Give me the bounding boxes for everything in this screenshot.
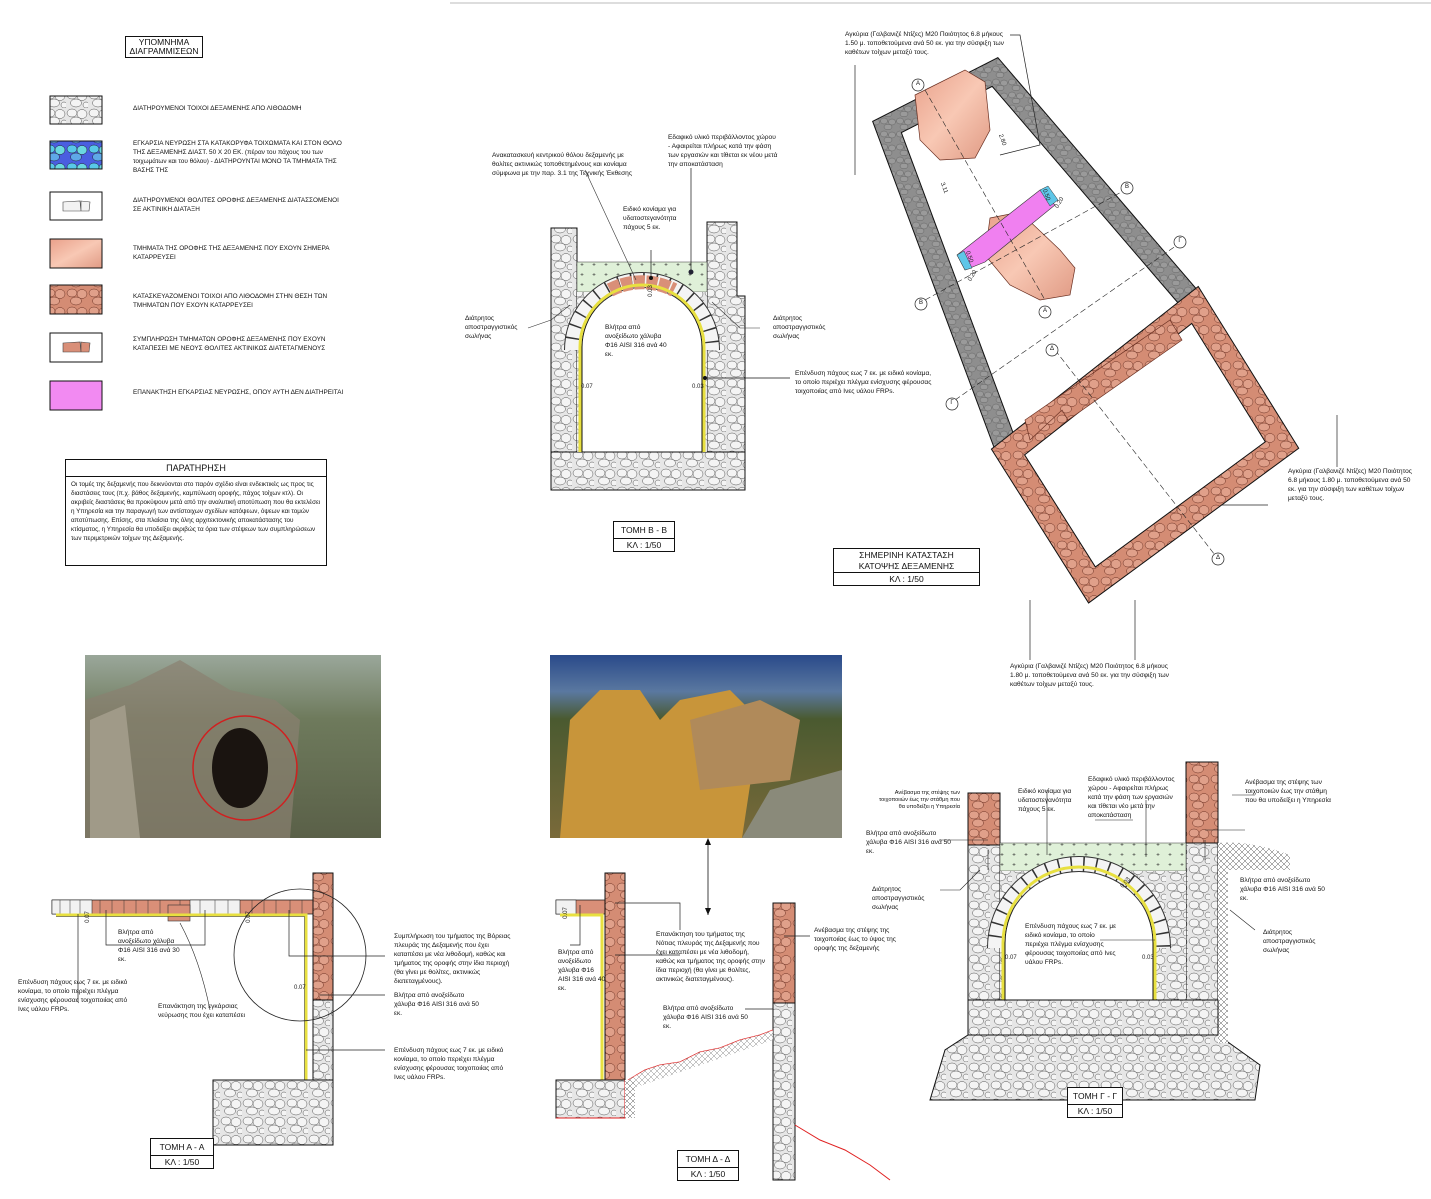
aa-label-rib: Επανάκτηση της εγκάρσιας νεύρωσης που έχ… bbox=[158, 1003, 245, 1019]
dd-label-dowels-40: Βλήτρα από ανοξείδωτο χάλυβα Φ16 AISI 31… bbox=[558, 949, 606, 992]
gg-label-dowels-left: Βλήτρα από ανοξείδωτο χάλυβα Φ16 AISI 31… bbox=[866, 830, 951, 855]
gg-label-mortar: Ειδικό κονίαμα για υδατοστεγανότητα πάχο… bbox=[1018, 788, 1072, 813]
swatch-blue-stone bbox=[49, 140, 103, 170]
aa-dim: 0.07 bbox=[245, 911, 252, 923]
gg-label-soil: Εδαφικό υλικό περιβάλλοντος χώρου - Αφαι… bbox=[1088, 776, 1175, 819]
plan-section-mark-a: Α bbox=[1042, 308, 1047, 314]
legend-item-text: ΔΙΑΤΗΡΟΥΜΕΝΟΙ ΘΟΛΙΤΕΣ ΟΡΟΦΗΣ ΔΕΞΑΜΕΝΗΣ Δ… bbox=[133, 197, 339, 213]
swatch-magenta-fill bbox=[49, 380, 103, 411]
aa-scale: ΚΛ : 1/50 bbox=[151, 1155, 213, 1168]
section-bb-drawing bbox=[527, 168, 790, 491]
dd-title-block: ΤΟΜΗ Δ - Δ ΚΛ : 1/50 bbox=[677, 1150, 739, 1181]
swatch-brick-voussoirs bbox=[49, 332, 103, 363]
note-box: ΠΑΡΑΤΗΡΗΣΗ Οι τομές της δεξαμενής που δε… bbox=[65, 459, 327, 566]
plan-anchor-right: Αγκύρια (Γαλβανιζέ Ντίζες) Μ20 Ποιότητος… bbox=[1288, 468, 1412, 502]
gg-label-drain-left: Διάτρητος αποστραγγιστικός σωλήνας bbox=[872, 886, 925, 911]
plan-scale: ΚΛ : 1/50 bbox=[834, 572, 979, 585]
site-photos bbox=[85, 655, 842, 838]
note-body: Οι τομές της δεξαμενής που δεικνύονται σ… bbox=[71, 481, 321, 542]
gg-scale: ΚΛ : 1/50 bbox=[1068, 1104, 1122, 1117]
section-aa-drawing bbox=[51, 872, 385, 1146]
swatch-pink-fill bbox=[49, 238, 103, 269]
plan-section-mark-g: Γ bbox=[950, 400, 954, 406]
bb-title-block: ΤΟΜΗ Β - Β ΚΛ : 1/50 bbox=[613, 521, 675, 552]
gg-dim-right: 0.03 bbox=[1142, 955, 1154, 961]
gg-label-lining: Επένδυση πάχους εως 7 εκ. με ειδικό κονί… bbox=[1025, 923, 1117, 966]
legend-item-text: ΕΠΑΝΑΚΤΗΣΗ ΕΓΚΑΡΣΙΑΣ ΝΕΥΡΩΣΗΣ, ΟΠΟΥ ΑΥΤΗ… bbox=[133, 389, 344, 396]
swatch-brick-stone bbox=[49, 284, 103, 315]
bb-label-mortar: Ειδικό κονίαμα για υδατοστεγανότητα πάχο… bbox=[623, 206, 677, 231]
bb-label-soil: Εδαφικό υλικό περιβάλλοντος χώρου - Αφαι… bbox=[668, 134, 778, 168]
dd-title: ΤΟΜΗ Δ - Δ bbox=[685, 1154, 731, 1164]
bb-dim-left: 0.07 bbox=[581, 384, 593, 390]
plan-section-mark-b: Β bbox=[918, 300, 923, 306]
plan-anchor-top: Αγκύρια (Γαλβανιζέ Ντίζες) Μ20 Ποιότητος… bbox=[845, 31, 1004, 56]
dd-label-south: Επανάκτηση του τμήματος της Νότιας πλευρ… bbox=[656, 931, 766, 983]
gg-title: ΤΟΜΗ Γ - Γ bbox=[1072, 1091, 1118, 1101]
gg-label-dowels-right: Βλήτρα από ανοξείδωτο χάλυβα Φ16 AISI 31… bbox=[1240, 877, 1325, 902]
legend-item-text: ΚΑΤΑΣΚΕΥΑΖΟΜΕΝΟΙ ΤΟΙΧΟΙ ΑΠΟ ΛΙΘΟΔΟΜΗ ΣΤΗ… bbox=[133, 293, 328, 309]
aa-label-dowels-50: Βλήτρα από ανοξείδωτο χάλυβα Φ16 AISI 31… bbox=[394, 992, 479, 1017]
legend-item-text: ΕΓΚΑΡΣΙΑ ΝΕΥΡΩΣΗ ΣΤΑ ΚΑΤΑΚΟΡΥΦΑ ΤΟΙΧΩΜΑΤ… bbox=[133, 140, 342, 174]
legend-item-text: ΔΙΑΤΗΡΟΥΜΕΝΟΙ ΤΟΙΧΟΙ ΔΕΞΑΜΕΝΗΣ ΑΠΟ ΛΙΘΟΔ… bbox=[133, 105, 302, 112]
gg-label-raise-right: Ανέβασμα της στέψης των τοιχοποιιών έως … bbox=[1245, 779, 1331, 804]
bb-scale: ΚΛ : 1/50 bbox=[614, 538, 674, 551]
legend-title-line1: ΥΠΟΜΝΗΜΑ bbox=[138, 37, 190, 47]
dd-dim: 0.07 bbox=[562, 907, 569, 919]
legend-swatches bbox=[49, 95, 103, 411]
plan-drawing bbox=[854, 34, 1338, 660]
dd-label-dowels-50: Βλήτρα από ανοξείδωτο χάλυβα Φ16 AISI 31… bbox=[663, 1005, 748, 1030]
aa-title-block: ΤΟΜΗ Α - Α ΚΛ : 1/50 bbox=[150, 1138, 214, 1169]
aa-label-dowels-30: Βλήτρα από ανοξείδωτο χάλυβα Φ16 AISI 31… bbox=[118, 929, 180, 963]
plan-anchor-bottom: Αγκύρια (Γαλβανιζέ Ντίζες) Μ20 Ποιότητος… bbox=[1010, 663, 1169, 688]
dd-label-raise: Ανέβασμα της στέψης της τοιχοποιίας έως … bbox=[814, 927, 896, 952]
bb-label-lining: Επένδυση πάχους εως 7 εκ. με ειδικό κονί… bbox=[795, 370, 932, 395]
bb-label-reconstruction: Ανακατασκευή κεντρικού θόλου δεξαμενής μ… bbox=[492, 152, 633, 177]
legend-title: ΥΠΟΜΝΗΜΑ ΔΙΑΓΡΑΜΜΙΣΕΩΝ bbox=[125, 36, 203, 58]
bb-label-dowels: Βλήτρα από ανοξείδωτο χάλυβα Φ16 AISI 31… bbox=[605, 324, 667, 358]
gg-label-raise-left: Ανέβασμα της στέψης των τοιχοποιιών έως … bbox=[879, 790, 960, 810]
plan-section-mark-d: Δ bbox=[1215, 555, 1220, 561]
gg-dim-left: 0.07 bbox=[1005, 955, 1017, 961]
plan-title-line2: ΚΑΤΟΨΗΣ ΔΕΞΑΜΕΝΗΣ bbox=[858, 561, 955, 571]
bb-dim-right: 0.03 bbox=[692, 384, 704, 390]
plan-title-block: ΣΗΜΕΡΙΝΗ ΚΑΤΑΣΤΑΣΗ ΚΑΤΟΨΗΣ ΔΕΞΑΜΕΝΗΣ ΚΛ … bbox=[833, 548, 980, 586]
aa-dim: 0.07 bbox=[84, 911, 91, 923]
aa-label-lining-2: Επένδυση πάχους εως 7 εκ. με ειδικό κονί… bbox=[394, 1047, 504, 1081]
plan-section-mark-g: Γ bbox=[1178, 238, 1182, 244]
legend-title-line2: ΔΙΑΓΡΑΜΜΙΣΕΩΝ bbox=[129, 46, 199, 56]
bb-title: ΤΟΜΗ Β - Β bbox=[620, 525, 668, 535]
plan-section-mark-d: Δ bbox=[1049, 346, 1054, 352]
dd-scale: ΚΛ : 1/50 bbox=[678, 1167, 738, 1180]
note-title: ΠΑΡΑΤΗΡΗΣΗ bbox=[66, 460, 326, 477]
bb-dim-arch: 0.03 bbox=[647, 285, 654, 297]
plan-title-line1: ΣΗΜΕΡΙΝΗ ΚΑΤΑΣΤΑΣΗ bbox=[859, 550, 954, 560]
gg-label-drain-right: Διάτρητος αποστραγγιστικός σωλήνας bbox=[1263, 929, 1316, 954]
aa-title: ΤΟΜΗ Α - Α bbox=[159, 1142, 205, 1152]
section-gg-drawing bbox=[929, 761, 1290, 1101]
aa-dim: 0.07 bbox=[294, 985, 306, 991]
plan-section-mark-a: Α bbox=[915, 81, 920, 87]
section-dd-drawing bbox=[555, 872, 891, 1181]
gg-title-block: ΤΟΜΗ Γ - Γ ΚΛ : 1/50 bbox=[1067, 1087, 1123, 1118]
legend-item-text: ΤΜΗΜΑΤΑ ΤΗΣ ΟΡΟΦΗΣ ΤΗΣ ΔΕΞΑΜΕΝΗΣ ΠΟΥ ΕΧΟ… bbox=[133, 245, 330, 261]
bb-label-drain-right: Διάτρητος αποστραγγιστικός σωλήνας bbox=[773, 315, 826, 340]
bb-label-drain-left: Διάτρητος αποστραγγιστικός σωλήνας bbox=[465, 315, 518, 340]
legend-item-text: ΣΥΜΠΛΗΡΩΣΗ ΤΜΗΜΑΤΩΝ ΟΡΟΦΗΣ ΔΕΞΑΜΕΝΗΣ ΠΟΥ… bbox=[133, 336, 326, 352]
swatch-grey-stone bbox=[49, 95, 103, 125]
aa-label-north: Συμπλήρωση του τμήματος της Βόρειας πλευ… bbox=[394, 933, 511, 985]
plan-section-mark-b: Β bbox=[1124, 184, 1129, 190]
aa-label-lining: Επένδυση πάχους εως 7 εκ. με ειδικό κονί… bbox=[18, 979, 128, 1013]
